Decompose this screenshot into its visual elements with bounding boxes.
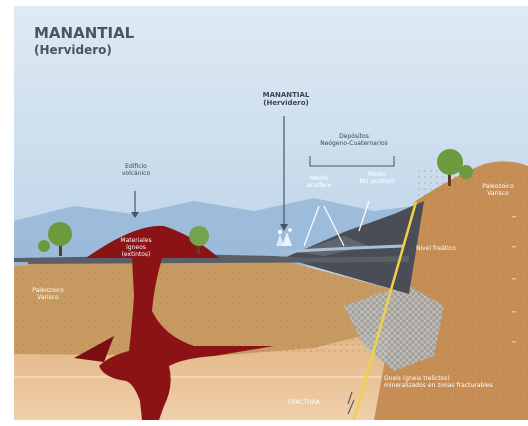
- spring-splash: [276, 228, 292, 246]
- igneous-materials-label: Materiales ígneos (extintos): [120, 237, 152, 258]
- paleozoic-left-label: Paleozoico Varisco: [32, 287, 64, 301]
- spring-label: MANANTIAL (Hervidero): [262, 91, 310, 108]
- volcanic-building: [86, 225, 219, 258]
- non-aquifer-pointer: [358, 200, 370, 232]
- water-table-label: Nivel freático: [416, 245, 456, 252]
- tree-left: [38, 222, 72, 256]
- fracture-arrows: [347, 391, 355, 415]
- fracture-label: FRACTURA: [288, 399, 320, 406]
- aquifer-pointer: [303, 205, 345, 247]
- geology-diagram: [14, 6, 528, 420]
- page-title: MANANTIAL (Hervidero): [34, 24, 134, 58]
- non-aquifer-medium-label: Medio NO acuífero: [359, 171, 395, 185]
- diagram-frame: MANANTIAL (Hervidero) MANANTIAL (Hervide…: [14, 6, 528, 420]
- water-table: [278, 244, 405, 254]
- subtitle-text: (Hervidero): [34, 42, 112, 57]
- paleozoic-right-label: Paleozoico Varisco: [482, 183, 514, 197]
- tree-right: [437, 149, 473, 186]
- fractured-gneiss-label: Gneis (gneis trelictos) mineralizados en…: [384, 375, 493, 389]
- title-text: MANANTIAL: [34, 24, 135, 42]
- aquifer-medium-label: Medio acuífero: [306, 175, 332, 189]
- magma-conduit: [99, 258, 274, 420]
- deposits-label: Depósitos Neógeno-Cuaternarios: [320, 133, 388, 147]
- fractured-gneiss-zone: [344, 284, 444, 371]
- deposits-bracket: [309, 156, 395, 167]
- fault-line: [352, 201, 418, 420]
- tree-center: [189, 226, 209, 254]
- volcanic-building-label: Edificio volcánico: [121, 163, 151, 177]
